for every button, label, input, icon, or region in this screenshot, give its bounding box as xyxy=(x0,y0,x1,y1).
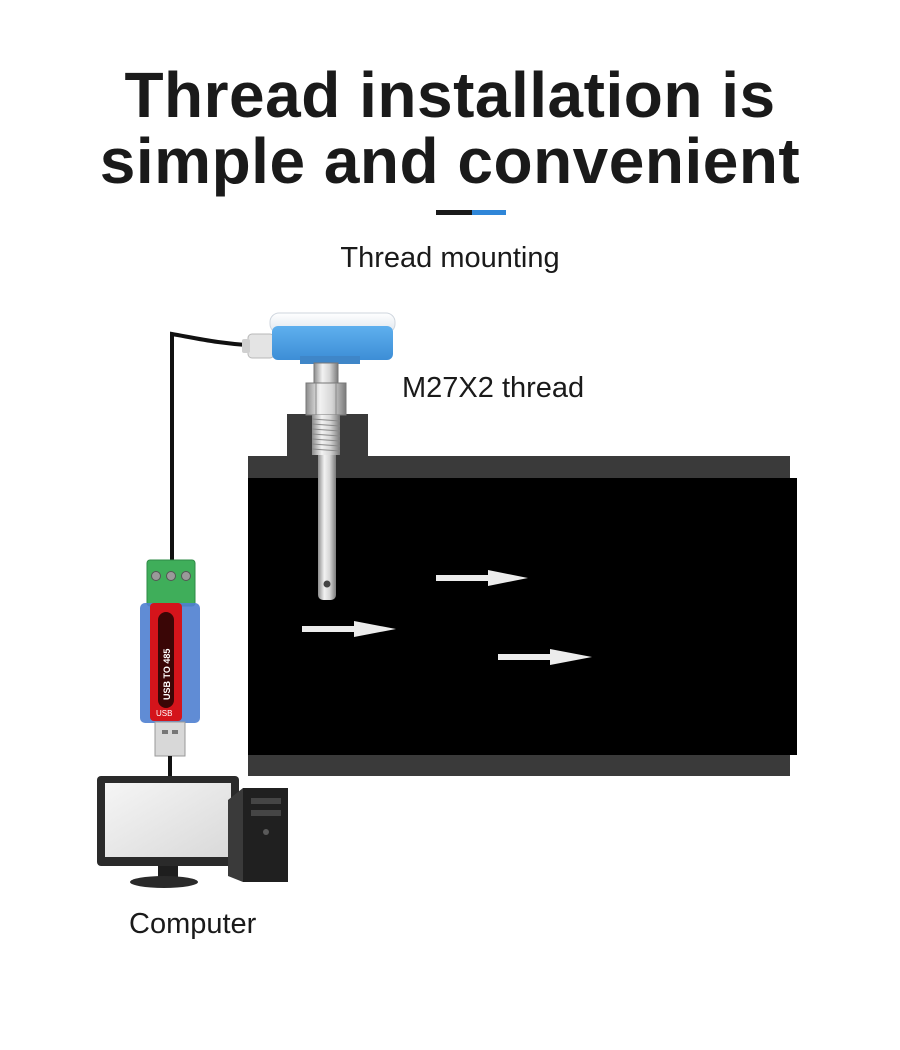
page-title: Thread installation is simple and conven… xyxy=(0,62,900,194)
sensor-icon xyxy=(242,312,396,600)
usb-converter-icon: USB TO 485 USB xyxy=(140,559,200,757)
sensor-housing xyxy=(272,326,393,360)
cable-gland xyxy=(247,333,275,359)
title-line-2: simple and convenient xyxy=(99,125,801,197)
pipe-top-wall xyxy=(248,456,790,478)
flow-arrow-icon xyxy=(436,570,528,586)
computer-label: Computer xyxy=(129,908,257,940)
title-divider xyxy=(436,210,506,215)
flow-arrows xyxy=(302,570,592,665)
converter-usb-label: USB xyxy=(156,709,172,718)
sensor-probe xyxy=(318,455,336,595)
thread-label: M27X2 thread xyxy=(402,372,585,404)
flow-arrow-icon xyxy=(302,621,396,637)
title-line-1: Thread installation is xyxy=(124,59,776,131)
sensor-cable xyxy=(170,331,261,570)
section-subtitle: Thread mounting xyxy=(340,242,560,274)
monitor-stand xyxy=(130,876,198,888)
usb-plug xyxy=(154,721,186,757)
hex-nut xyxy=(313,362,339,384)
computer-icon xyxy=(97,776,288,888)
converter-label: USB TO 485 xyxy=(162,649,172,700)
divider-dark-segment xyxy=(436,210,472,215)
pipe-bottom-wall xyxy=(248,755,790,776)
divider-blue-segment xyxy=(472,210,506,215)
pipe-interior xyxy=(248,478,797,755)
flow-arrow-icon xyxy=(498,649,592,665)
terminal-block xyxy=(146,559,196,607)
monitor-screen xyxy=(105,783,231,857)
